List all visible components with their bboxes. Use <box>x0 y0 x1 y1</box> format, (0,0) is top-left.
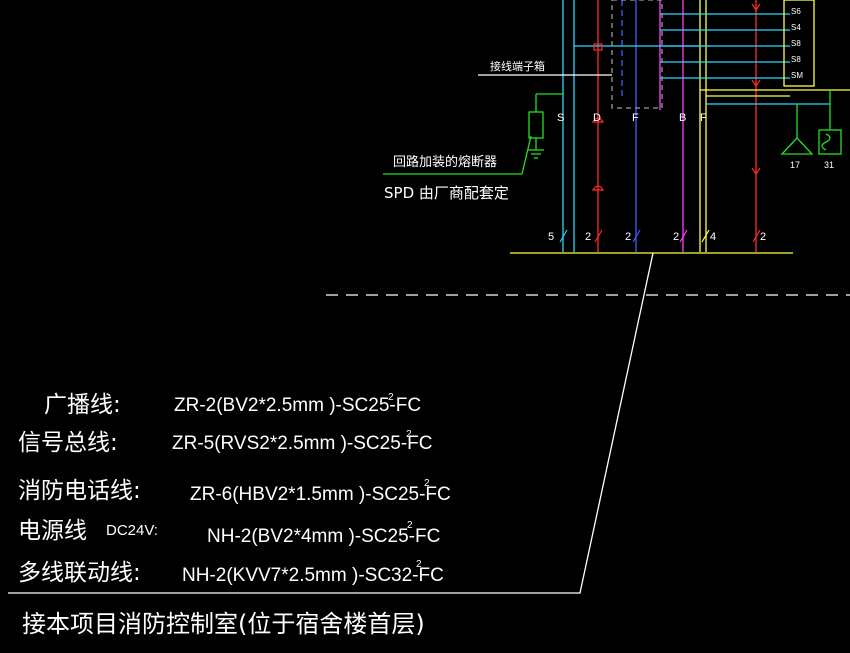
module-tag: SM <box>791 71 803 80</box>
marker-d <box>591 117 605 123</box>
fuse-device <box>383 93 563 175</box>
marker-d <box>591 185 605 191</box>
cable-count: 2 <box>673 231 679 243</box>
line-code-b: B <box>679 112 686 124</box>
fuse-note-label: 回路加装的熔断器 <box>393 154 497 170</box>
module-s-icon <box>821 133 831 151</box>
module-tag: S6 <box>791 7 801 16</box>
marker-square <box>593 43 603 51</box>
cable-legend: 广播线: ZR-2(BV2*2.5mm )-SC25-FC 2 信号总线: ZR… <box>18 392 451 638</box>
module-icon <box>818 129 842 155</box>
device-number: 17 <box>790 160 800 170</box>
cable-count: 5 <box>548 231 554 243</box>
module-tag: S8 <box>791 39 801 48</box>
marker-v <box>751 167 761 176</box>
legend-name-linkage: 多线联动线: <box>18 560 141 586</box>
cable-slash <box>752 229 761 243</box>
cable-slash <box>632 229 641 243</box>
cable-count: 2 <box>760 231 766 243</box>
cable-count: 2 <box>625 231 631 243</box>
legend-spec-phone: ZR-6(HBV2*1.5mm )-SC25-FC <box>190 484 451 505</box>
legend-sup: 2 <box>416 559 422 570</box>
riser-markers <box>591 3 761 191</box>
cable-slashes <box>559 229 761 243</box>
terminal-box-frame <box>611 0 663 109</box>
diagram-text: 接线端子箱 回路加装的熔断器 SPD 由厂商配套定 S D F B F S6 S… <box>384 7 834 243</box>
legend-sup: 2 <box>406 429 412 440</box>
spd-note-label: SPD 由厂商配套定 <box>384 184 509 202</box>
legend-name-power: 电源线 <box>18 518 87 544</box>
legend-spec-signal: ZR-5(RVS2*2.5mm )-SC25-FC <box>172 433 432 454</box>
line-code-f: F <box>632 112 639 124</box>
cable-count: 4 <box>710 231 716 243</box>
legend-sup: 2 <box>388 392 394 403</box>
marker-v <box>751 79 761 88</box>
line-code-d: D <box>593 112 601 124</box>
terminal-box-label: 接线端子箱 <box>490 59 545 73</box>
riser-section <box>326 0 850 296</box>
legend-spec-linkage: NH-2(KVV7*2.5mm )-SC32-FC <box>182 565 444 586</box>
module-tag: S4 <box>791 23 801 32</box>
cable-slash <box>559 229 568 243</box>
speaker-icon <box>780 137 814 155</box>
destination-label: 接本项目消防控制室(位于宿舍楼首层) <box>22 610 425 638</box>
legend-sup: 2 <box>407 520 413 531</box>
module-tag: S8 <box>791 55 801 64</box>
line-code-f2: F <box>700 112 707 124</box>
legend-note-power: DC24V: <box>106 522 158 539</box>
legend-name-broadcast: 广播线: <box>44 392 121 418</box>
legend-spec-broadcast: ZR-2(BV2*2.5mm )-SC25-FC <box>174 395 421 416</box>
module-column <box>783 0 815 87</box>
legend-name-phone: 消防电话线: <box>18 478 141 504</box>
legend-sup: 2 <box>424 478 430 489</box>
destination-leader <box>8 252 654 594</box>
cable-slash <box>701 229 710 243</box>
marker-v <box>751 3 761 12</box>
legend-spec-power: NH-2(BV2*4mm )-SC25-FC <box>207 526 440 547</box>
device-number: 31 <box>824 160 834 170</box>
line-code-s: S <box>557 112 564 124</box>
cable-slash <box>679 229 688 243</box>
cable-count: 2 <box>585 231 591 243</box>
field-devices <box>780 129 842 155</box>
legend-name-signal: 信号总线: <box>18 430 118 456</box>
cable-slash <box>594 229 603 243</box>
